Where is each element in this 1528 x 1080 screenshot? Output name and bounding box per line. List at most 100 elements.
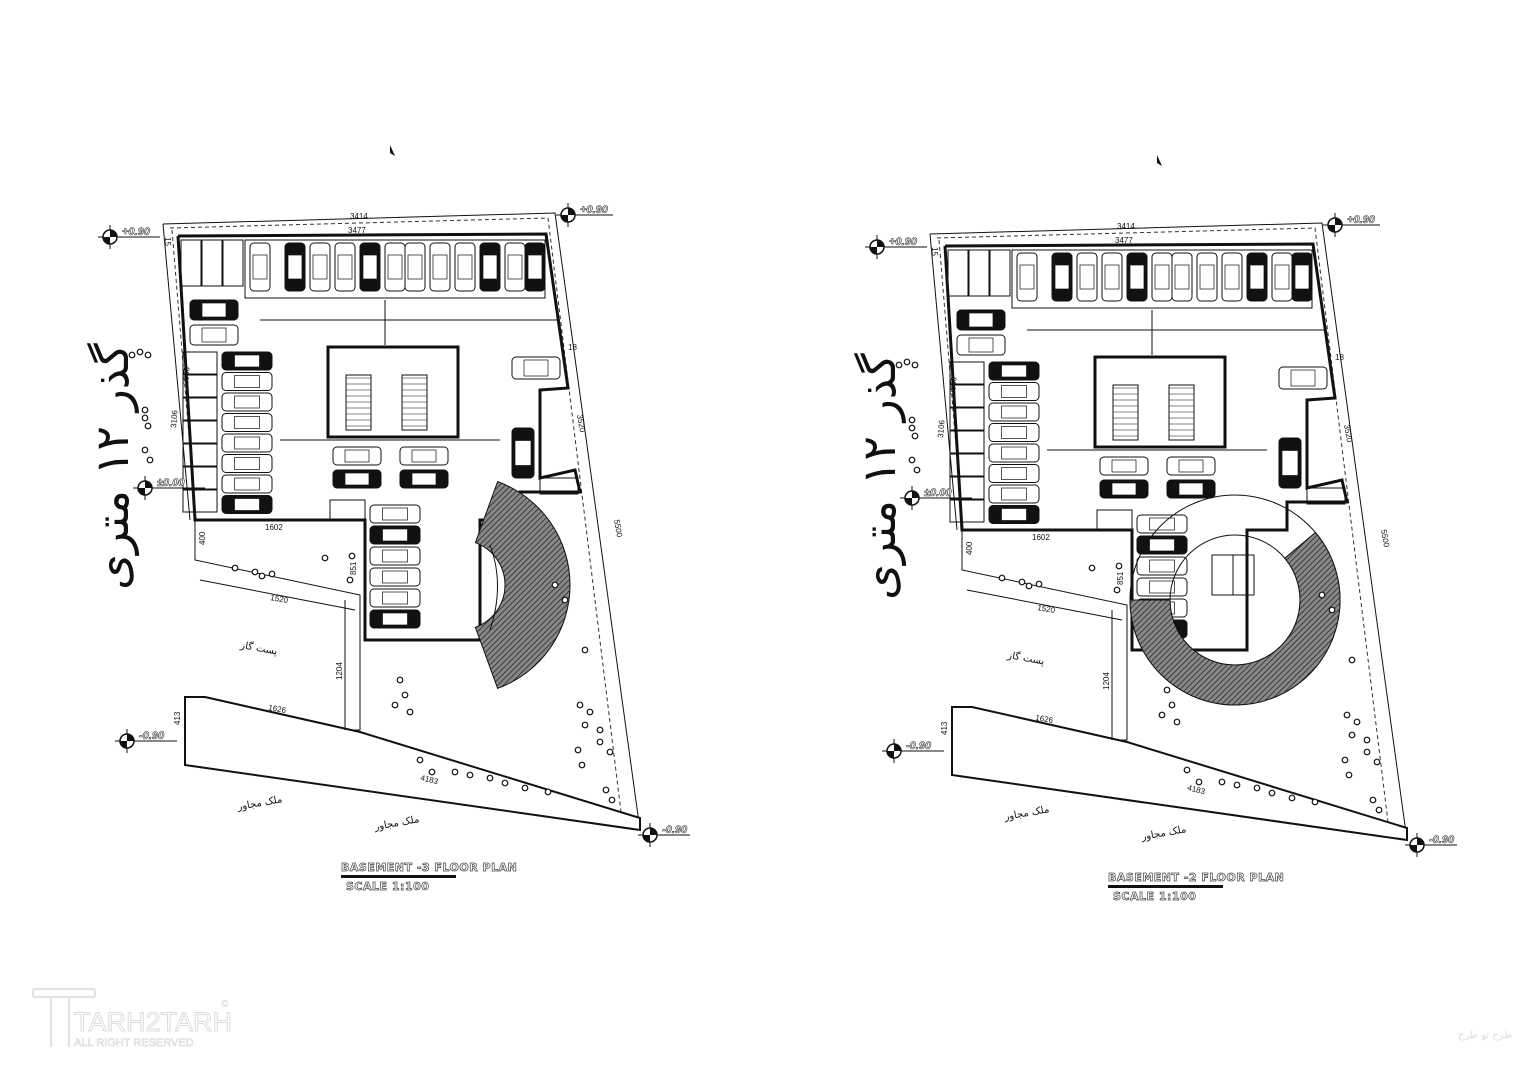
tree-icon xyxy=(1268,789,1276,797)
level-marker-fill xyxy=(120,734,134,748)
car-roof xyxy=(1149,538,1175,552)
level-marker-fill xyxy=(561,208,575,222)
car-icon xyxy=(1271,252,1293,302)
dim-mid: 1602 xyxy=(265,523,283,532)
dim-right-inner: 3520 xyxy=(575,414,587,434)
tree-icon xyxy=(146,456,154,464)
tree-icon xyxy=(1025,582,1033,590)
car-icon xyxy=(429,242,451,292)
car-roof xyxy=(234,436,260,450)
car-icon xyxy=(332,469,382,489)
car-roof xyxy=(312,254,328,280)
dim-bottom-inner: 1626 xyxy=(1035,713,1055,725)
car-roof xyxy=(482,254,498,280)
tree-icon xyxy=(141,414,149,422)
tree-icon xyxy=(401,691,409,699)
basement-2-floor-plan: 3414347718153520550016024001520120416264… xyxy=(852,155,1457,903)
watermark-brand: TARH2TARH xyxy=(73,1007,233,1038)
tree-icon xyxy=(581,721,589,729)
car-icon xyxy=(1099,479,1149,499)
car-roof xyxy=(382,507,408,521)
tree-icon xyxy=(1328,606,1336,614)
tree-icon xyxy=(258,572,266,580)
car-roof xyxy=(457,254,473,280)
column-logo-icon xyxy=(32,988,96,998)
storage-room xyxy=(539,477,579,495)
level-bottom-right: -0.90 xyxy=(1429,834,1455,846)
car-roof xyxy=(1274,264,1290,290)
tree-icon xyxy=(321,554,329,562)
neighbor-label: ملک مجاور xyxy=(236,794,284,813)
car-roof xyxy=(1001,446,1027,460)
tree-icon xyxy=(1375,806,1383,814)
tree-icon xyxy=(551,581,559,589)
level-marker-fill xyxy=(1410,838,1424,852)
car-roof xyxy=(1129,264,1145,290)
car-roof xyxy=(201,302,227,318)
car-icon xyxy=(479,242,501,292)
tree-icon xyxy=(466,771,474,779)
tree-icon xyxy=(1363,748,1371,756)
car-icon xyxy=(221,495,273,514)
dim-side-left: 3106 xyxy=(169,409,180,428)
car-icon xyxy=(399,446,449,466)
tree-icon xyxy=(1353,718,1361,726)
north-arrow-icon xyxy=(390,145,395,156)
car-roof xyxy=(411,472,437,486)
dim-corner-left: 15 xyxy=(930,247,939,256)
dim-diag: 1520 xyxy=(270,593,290,605)
storage-room xyxy=(949,499,985,523)
basement-3-floor-plan: 3414347718153520550016024001520120416264… xyxy=(85,145,690,893)
car-roof xyxy=(1281,450,1299,476)
car-roof xyxy=(1001,426,1027,439)
storage-room xyxy=(949,476,985,500)
dim-vertical: 1204 xyxy=(335,662,344,680)
level-marker-fill xyxy=(905,491,919,505)
level-top-left: +0.90 xyxy=(122,226,151,238)
storage-room xyxy=(949,407,985,431)
car-icon xyxy=(359,242,381,292)
dim-corner: 18 xyxy=(1335,353,1344,362)
dim-diag: 1520 xyxy=(1037,603,1057,615)
car-icon xyxy=(1076,252,1098,302)
car-icon xyxy=(988,505,1040,524)
tree-icon xyxy=(251,568,259,576)
car-roof xyxy=(234,354,260,368)
car-roof xyxy=(1174,264,1190,290)
car-icon xyxy=(221,474,273,494)
ramp-hatch xyxy=(1129,531,1341,706)
car-icon xyxy=(1136,577,1188,597)
car-icon xyxy=(189,324,239,346)
car-roof xyxy=(407,254,423,280)
dim-bottom-outer: 4183 xyxy=(1187,783,1207,796)
tree-icon xyxy=(501,779,509,787)
gas-station-label: پست گاز xyxy=(1005,649,1045,668)
car-roof xyxy=(287,254,303,280)
tree-icon xyxy=(1168,701,1176,709)
corner-logo-text: طرح تو طرح xyxy=(1458,1030,1513,1041)
car-roof xyxy=(344,449,370,463)
storage-room xyxy=(1306,487,1346,505)
stair-core xyxy=(326,345,460,439)
site-boundary xyxy=(929,222,1408,841)
tree-icon xyxy=(1343,711,1351,719)
watermark-copyright: © xyxy=(221,999,229,1010)
car-roof xyxy=(1054,264,1070,290)
watermark-rights: ALL RIGHT RESERVED xyxy=(74,1037,194,1050)
car-icon xyxy=(988,464,1040,483)
tree-icon xyxy=(128,351,136,359)
storage-room xyxy=(1096,509,1133,531)
tree-icon xyxy=(1018,578,1026,586)
car-roof xyxy=(1001,364,1027,378)
dim-side-left2: 2956 xyxy=(948,376,959,395)
tree-icon xyxy=(1253,784,1261,792)
stair-icon xyxy=(401,374,428,431)
plan-title: BASEMENT -3 FLOOR PLAN xyxy=(341,861,517,874)
car-roof xyxy=(1001,385,1027,398)
building-outline xyxy=(176,232,582,642)
column-logo-shaft xyxy=(50,997,70,1047)
car-icon xyxy=(221,351,273,371)
storage-room xyxy=(182,351,218,375)
car-roof xyxy=(1001,405,1027,419)
tree-icon xyxy=(268,570,276,578)
